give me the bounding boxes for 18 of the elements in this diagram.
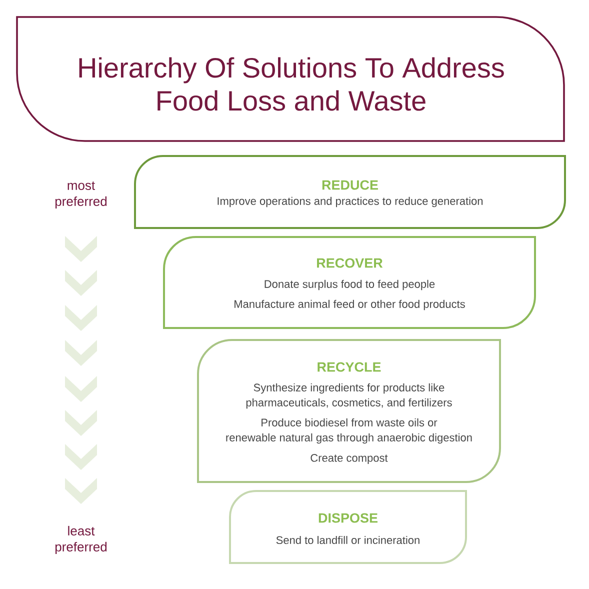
tier-description: Manufacture animal feed or other food products [234,300,465,310]
tier-heading: DISPOSE [318,513,378,523]
tier-description: Produce biodiesel from waste oils or renewable natural gas through anaerobic digestion [226,418,472,444]
tier-description: Synthesize ingredients for products like pharmaceuticals, cosmetics, and fertilizers [246,383,452,409]
tier-heading: RECYCLE [318,362,381,372]
tier-description: Donate surplus food to feed people [264,280,435,290]
tier-heading: RECOVER [317,258,383,268]
tier-description: Improve operations and practices to reduce generation [218,196,483,208]
tier-description: Send to landfill or incineration [276,536,420,544]
tier-description: Create compost [310,454,388,464]
title: Hierarchy Of Solutions To Address Food Loss and Waste [79,57,504,111]
scale-label: most preferred [55,181,107,209]
tier-heading: REDUCE [322,180,378,190]
tier-panel [229,490,467,564]
tier-panel [197,339,501,483]
tier-panel [163,236,536,329]
tier-panel [134,155,566,229]
scale-label: least preferred [55,526,107,554]
